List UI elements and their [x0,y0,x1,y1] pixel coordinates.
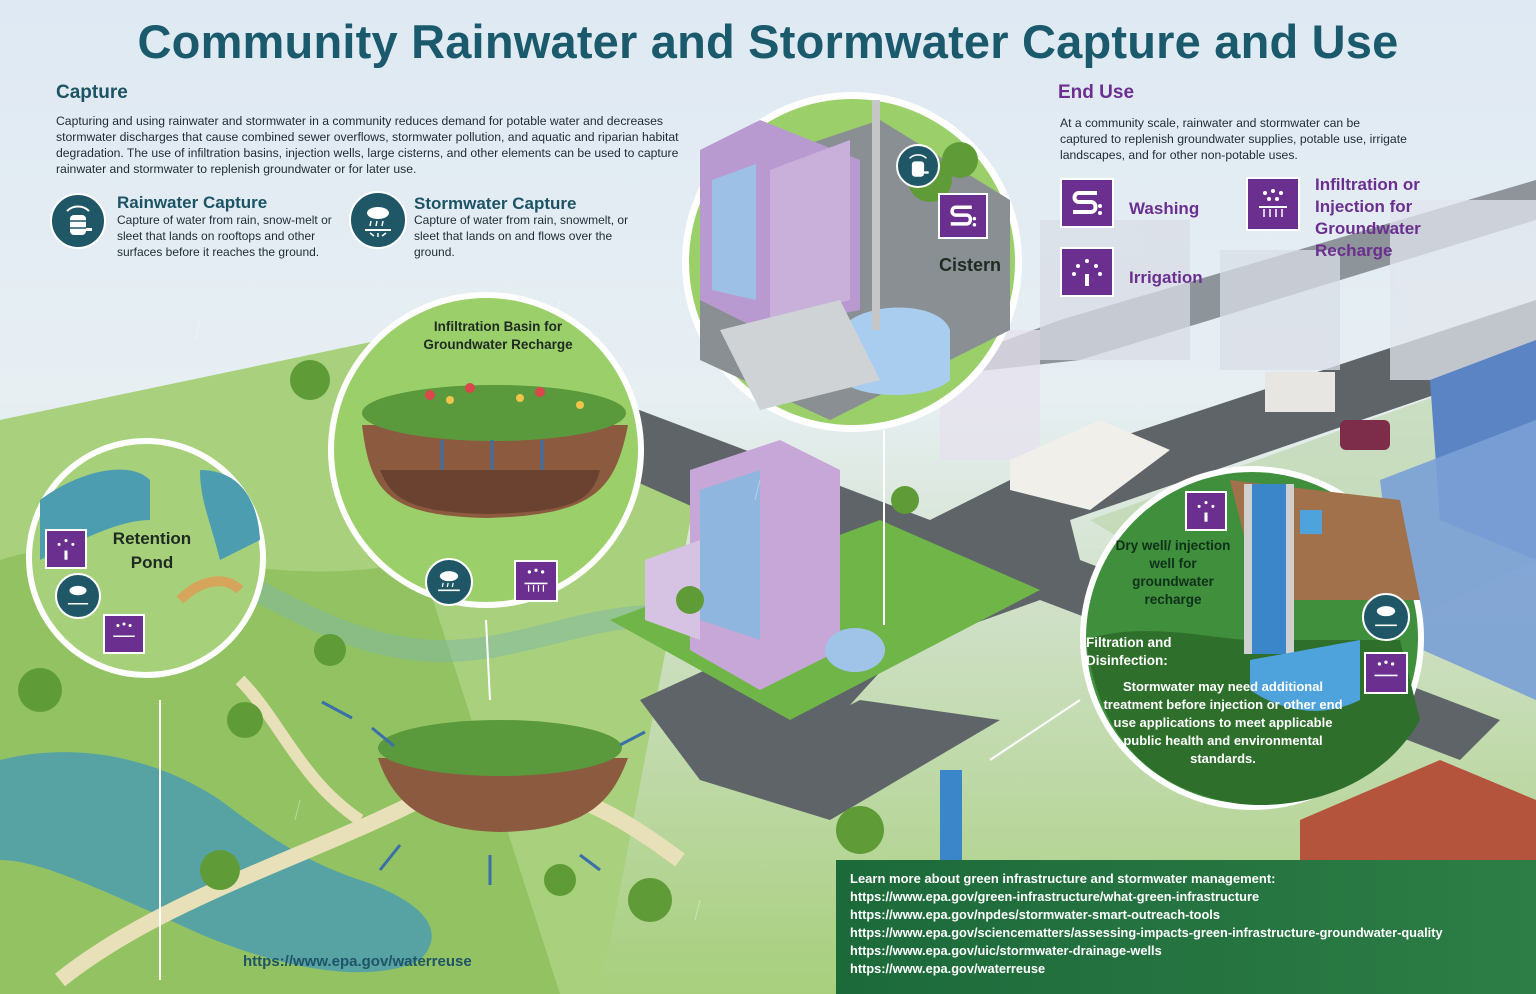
end-use-item-groundwater-recharge: Infiltration or Injection for Groundwate… [1315,175,1421,260]
groundwater-recharge-icon [1364,652,1408,694]
washing-faucet-icon [938,193,988,239]
end-use-paragraph: At a community scale, rainwater and stor… [1060,116,1407,162]
groundwater-recharge-icon [103,614,145,654]
retention-pond-label: Retention Pond [112,529,192,572]
rain-barrel-icon [50,193,106,249]
rainwater-capture-text: Capture of water from rain, snow-melt or… [117,213,332,259]
cistern-label: Cistern [938,255,1001,275]
filtration-text: Stormwater may need additional treatment… [1103,679,1343,766]
sprinkler-icon [1060,247,1114,297]
learn-more-link[interactable]: https://www.epa.gov/npdes/stormwater-sma… [850,907,1220,922]
learn-more-link[interactable]: https://www.epa.gov/waterreuse [850,961,1046,976]
groundwater-recharge-icon [514,560,558,602]
end-use-heading: End Use [1058,82,1135,103]
rainwater-capture-title: Rainwater Capture [117,193,268,212]
stormwater-capture-text: Capture of water from rain, snowmelt, or… [414,213,629,259]
rain-cloud-ground-icon [55,573,101,619]
infiltration-basin-callout-circle [328,292,644,608]
washing-faucet-icon [1060,178,1114,228]
learn-more-link[interactable]: https://www.epa.gov/uic/stormwater-drain… [850,943,1162,958]
end-use-item-irrigation: Irrigation [1129,268,1203,287]
groundwater-recharge-icon [1246,177,1300,231]
learn-more-link[interactable]: https://www.epa.gov/green-infrastructure… [850,889,1260,904]
cistern-callout-circle [682,92,1022,432]
page-title: Community Rainwater and Stormwater Captu… [137,15,1399,68]
rain-cloud-ground-icon [1362,593,1410,641]
rain-barrel-icon [896,144,940,188]
dry-well-callout-circle [1080,466,1424,810]
sprinkler-icon [45,529,87,569]
capture-heading: Capture [56,82,128,103]
filtration-title: Filtration and Disinfection: [1086,635,1172,668]
end-use-item-washing: Washing [1129,199,1200,218]
stormwater-capture-title: Stormwater Capture [414,194,577,213]
sprinkler-icon [1185,491,1227,531]
rain-cloud-ground-icon [349,191,407,249]
learn-more-link[interactable]: https://www.epa.gov/sciencematters/asses… [850,925,1443,940]
learn-more-panel: Learn more about green infrastructure an… [836,860,1536,994]
infiltration-basin-label: Infiltration Basin for Groundwater Recha… [423,319,573,352]
capture-paragraph: Capturing and using rainwater and stormw… [56,114,679,176]
rain-cloud-ground-icon [425,558,473,606]
waterreuse-link[interactable]: https://www.epa.gov/waterreuse [243,953,472,970]
learn-more-title: Learn more about green infrastructure an… [850,871,1276,886]
dry-well-label: Dry well/ injection well for groundwater… [1115,538,1231,607]
